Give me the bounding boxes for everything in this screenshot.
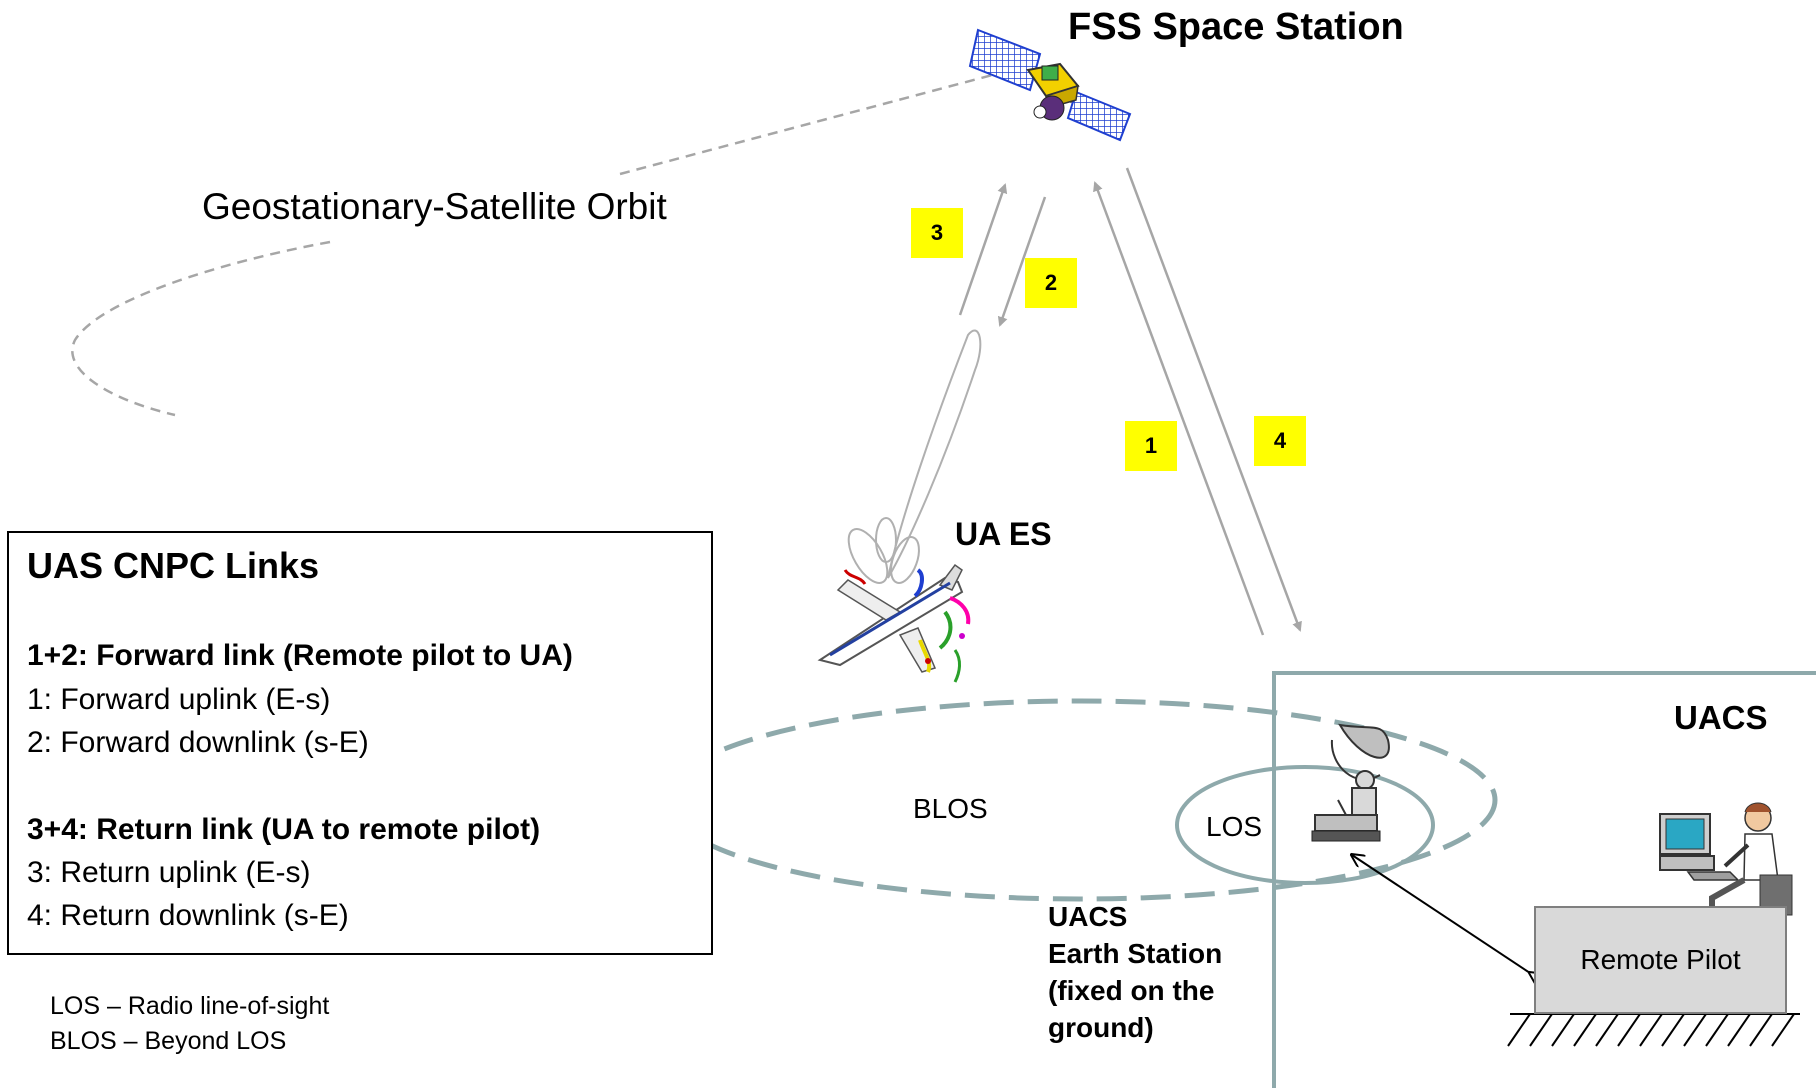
legend-title: UAS CNPC Links: [27, 545, 320, 586]
legend-forward-heading: 1+2: Forward link (Remote pilot to UA): [27, 639, 573, 672]
blos-label: BLOS: [913, 793, 988, 824]
satellite-icon: [968, 28, 1132, 142]
link-2-arrow: [997, 196, 1047, 327]
legend-forward-downlink: 2: Forward downlink (s-E): [27, 726, 369, 759]
computer-operator-icon: [1659, 802, 1793, 916]
link-3-arrow: [958, 183, 1008, 316]
link-1-arrow: [1093, 181, 1265, 636]
remote-pilot-box: Remote Pilot: [1534, 906, 1787, 1014]
earth-station-label: UACS Earth Station (fixed on the ground): [1048, 898, 1222, 1046]
antenna-beam: [847, 329, 982, 584]
aircraft-icon: [817, 563, 971, 683]
legend-return-heading: 3+4: Return link (UA to remote pilot): [27, 813, 541, 846]
orbit-label: Geostationary-Satellite Orbit: [202, 186, 667, 227]
uacs-title: UACS: [1674, 699, 1768, 736]
earth-station-line-4: ground): [1048, 1012, 1154, 1043]
dish-antenna-icon: [1311, 723, 1390, 842]
link-3-badge: 3: [911, 208, 963, 258]
legend-return-uplink: 3: Return uplink (E-s): [27, 856, 311, 889]
satellite-title: FSS Space Station: [1068, 6, 1404, 48]
link-4-arrow: [1125, 167, 1302, 632]
earth-station-line-3: (fixed on the: [1048, 975, 1215, 1006]
legend-return-downlink: 4: Return downlink (s-E): [27, 899, 349, 932]
earth-station-line-2: Earth Station: [1048, 938, 1223, 969]
legend-forward-uplink: 1: Forward uplink (E-s): [27, 683, 331, 716]
aircraft-label: UA ES: [955, 516, 1052, 552]
ground-hatching: [1507, 1013, 1800, 1047]
los-label: LOS: [1206, 811, 1263, 842]
los-zone: [1175, 765, 1435, 885]
legend-box: UAS CNPC Links 1+2: Forward link (Remote…: [7, 531, 713, 955]
link-arrows: [958, 167, 1302, 636]
link-4-badge: 4: [1254, 416, 1306, 466]
uacs-boundary: [1272, 671, 1816, 1088]
abbrev-los: LOS – Radio line-of-sight: [50, 992, 330, 1020]
geostationary-orbit: [71, 63, 1031, 417]
ground-link-arrow: [1352, 855, 1530, 973]
link-2-badge: 2: [1025, 258, 1077, 308]
earth-station-line-1: UACS: [1048, 901, 1128, 932]
link-1-badge: 1: [1125, 421, 1177, 471]
abbrev-blos: BLOS – Beyond LOS: [50, 1027, 287, 1055]
